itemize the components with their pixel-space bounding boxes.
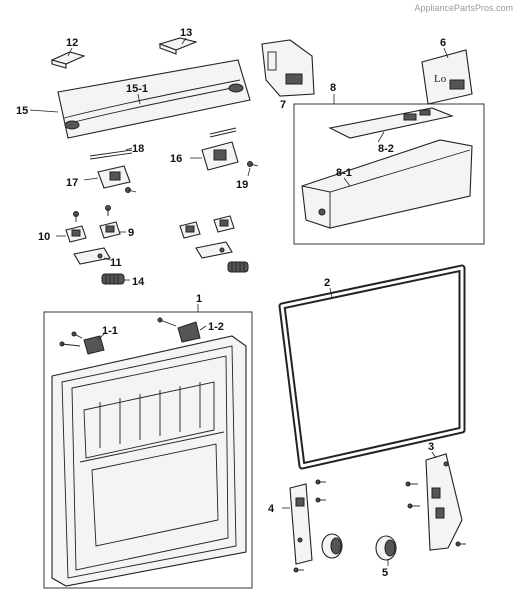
- part-8-group-box: [293, 103, 485, 245]
- leader-15-1: [137, 93, 141, 105]
- leader-2: [329, 287, 333, 299]
- leader-1-2: [199, 325, 207, 331]
- part-18-pin[interactable]: [89, 149, 133, 160]
- callout-7: 7: [280, 99, 286, 111]
- part-6-cover[interactable]: Lo: [421, 49, 473, 105]
- leader-12: [67, 47, 73, 57]
- callout-18: 18: [132, 143, 144, 155]
- part-11-slide-bracket[interactable]: [73, 247, 111, 265]
- part-hinge-block-right-b[interactable]: [213, 215, 235, 233]
- watermark: AppliancePartsPros.com: [414, 3, 513, 13]
- lo-badge-text: Lo: [434, 73, 447, 85]
- part-5-roller-left[interactable]: [321, 533, 343, 559]
- part-17-screw[interactable]: [125, 187, 137, 193]
- callout-3: 3: [428, 441, 434, 453]
- leader-11: [103, 257, 111, 261]
- callout-17: 17: [66, 177, 78, 189]
- callout-1-1: 1-1: [102, 325, 118, 337]
- part-4-mounting-bracket[interactable]: [289, 483, 313, 565]
- part-1-group-box: [43, 311, 253, 589]
- callout-9: 9: [128, 227, 134, 239]
- leader-6: [443, 47, 449, 59]
- part-8-1-door-bin[interactable]: [301, 139, 473, 229]
- part-3-mounting-bracket[interactable]: [425, 453, 463, 551]
- part-17-hinge-bracket[interactable]: [97, 165, 131, 189]
- leader-1-1: [97, 333, 105, 341]
- leader-3: [431, 451, 437, 459]
- part-3-screws[interactable]: [405, 481, 466, 547]
- part-12-end-cap[interactable]: [50, 51, 86, 69]
- part-pin-right[interactable]: [209, 127, 237, 138]
- callout-11: 11: [110, 257, 122, 269]
- part-screw-left-a[interactable]: [73, 211, 79, 223]
- callout-16: 16: [170, 153, 182, 165]
- leader-17: [83, 177, 99, 181]
- callout-13: 13: [180, 27, 192, 39]
- callout-8-1: 8-1: [336, 167, 352, 179]
- callout-14: 14: [132, 276, 145, 288]
- callout-15: 15: [16, 105, 28, 117]
- part-4-screws[interactable]: [293, 479, 326, 573]
- callout-15-1: 15-1: [126, 83, 148, 95]
- part-14-spring[interactable]: [101, 273, 125, 285]
- part-8-2-bin-cover[interactable]: [328, 107, 454, 139]
- part-1-1-hinge-cap[interactable]: [59, 331, 105, 355]
- part-spring-right[interactable]: [227, 261, 249, 273]
- part-15-door-handle[interactable]: [57, 59, 251, 139]
- callout-8-2: 8-2: [378, 143, 394, 155]
- callout-19: 19: [236, 179, 248, 191]
- part-5-roller-right[interactable]: [375, 535, 397, 561]
- callout-1-2: 1-2: [208, 321, 224, 333]
- part-13-end-cap[interactable]: [158, 37, 198, 55]
- leader-8-2: [377, 131, 385, 143]
- leader-8-1: [343, 177, 351, 187]
- part-slide-bracket-right[interactable]: [195, 241, 233, 259]
- leader-15: [29, 109, 59, 113]
- callout-6: 6: [440, 37, 446, 49]
- part-2-door-gasket[interactable]: [278, 264, 466, 470]
- part-screw-left-b[interactable]: [105, 205, 111, 217]
- callout-1: 1: [196, 293, 202, 305]
- leader-19: [247, 167, 251, 177]
- callout-10: 10: [38, 231, 50, 243]
- callout-2: 2: [324, 277, 330, 289]
- part-9-hinge-block[interactable]: [99, 221, 121, 239]
- part-19-screw[interactable]: [247, 161, 259, 167]
- part-1-door-assembly[interactable]: [51, 335, 247, 587]
- part-1-2-hinge-cap[interactable]: [157, 317, 201, 343]
- part-16-hinge-bracket[interactable]: [201, 141, 239, 171]
- leader-18: [125, 147, 133, 151]
- part-7-corner-cover[interactable]: [261, 39, 315, 97]
- part-hinge-block-right-a[interactable]: [179, 221, 201, 239]
- callout-4: 4: [268, 503, 275, 515]
- part-10-hinge-block[interactable]: [65, 225, 87, 243]
- leader-13: [181, 37, 187, 45]
- callout-12: 12: [66, 37, 78, 49]
- callout-5: 5: [382, 567, 388, 579]
- callout-8: 8: [330, 82, 336, 94]
